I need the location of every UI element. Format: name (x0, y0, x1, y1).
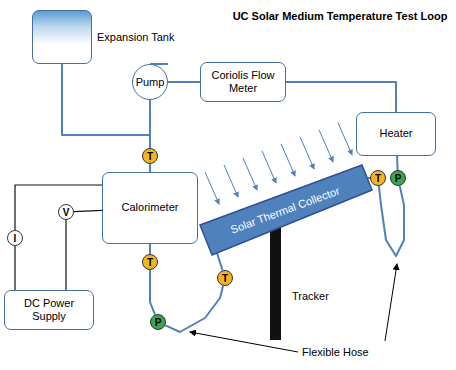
sensor-letter: I (14, 233, 17, 244)
pipe (149, 100, 151, 148)
pipe (379, 186, 404, 256)
pressure-sensor: P (150, 314, 166, 330)
node-label: Pump (136, 76, 165, 88)
sensor-letter: T (147, 151, 153, 162)
tracker-label: Tracker (292, 290, 329, 302)
wire (65, 220, 66, 290)
sensor-letter: V (63, 207, 70, 218)
temperature-sensor: T (217, 270, 233, 286)
callout-label: Flexible Hose (302, 346, 369, 358)
temperature-sensor: T (142, 254, 158, 270)
heater-box: Heater (356, 112, 436, 156)
node-label: Calorimeter (122, 201, 179, 214)
pipe (396, 156, 399, 170)
temperature-sensor: T (142, 148, 158, 164)
node-label: Expansion Tank (97, 31, 174, 43)
pressure-sensor: P (390, 170, 406, 186)
node-label: Heater (379, 127, 412, 140)
voltmeter-symbol: V (58, 204, 74, 220)
pipe (286, 82, 396, 112)
ammeter-symbol: I (7, 230, 23, 246)
wire (74, 210, 102, 211)
temperature-sensor: T (370, 170, 386, 186)
solar-collector: Solar Thermal Collector (195, 160, 375, 260)
node-label: DC Power Supply (11, 297, 87, 323)
flow-meter-box: Coriolis Flow Meter (200, 62, 286, 102)
pipe (168, 81, 200, 83)
node-label: Coriolis Flow Meter (207, 69, 279, 95)
sensor-letter: P (395, 173, 402, 184)
pipe (149, 244, 151, 254)
sensor-letter: T (222, 273, 228, 284)
pump: Pump (132, 64, 168, 100)
leader-line (385, 264, 397, 341)
sensor-letter: T (147, 257, 153, 268)
expansion-tank: Expansion Tank (32, 10, 92, 64)
pipe (149, 164, 151, 172)
power-supply-box: DC Power Supply (4, 290, 94, 330)
diagram-title: UC Solar Medium Temperature Test Loop (233, 10, 448, 22)
leader-line (190, 332, 298, 352)
sensor-letter: P (155, 317, 162, 328)
wire (14, 246, 15, 290)
wire (15, 185, 102, 230)
pipe (150, 270, 155, 315)
pipe (165, 286, 223, 332)
tracker-post (270, 226, 281, 340)
sensor-letter: T (375, 173, 381, 184)
calorimeter-box: Calorimeter (102, 172, 198, 244)
pipe (217, 253, 223, 270)
